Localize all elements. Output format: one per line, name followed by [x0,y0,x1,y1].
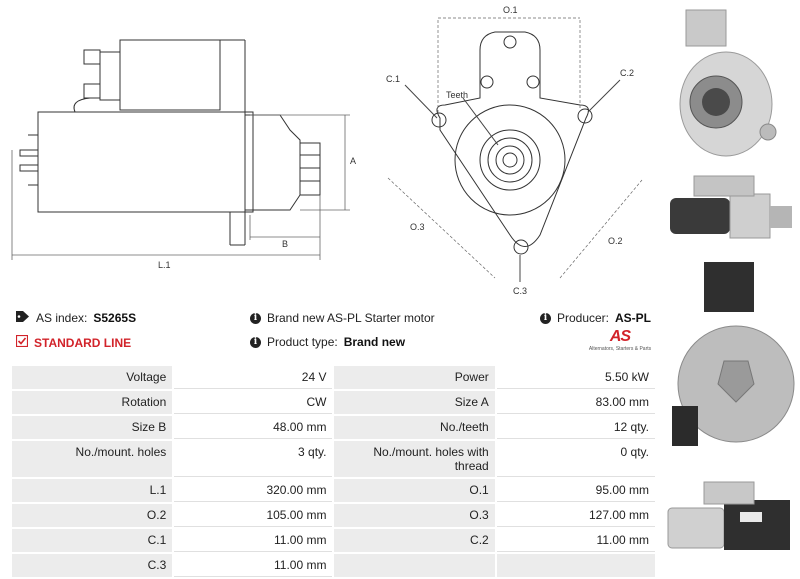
info-icon: i [250,336,261,348]
spec-label: Size B [12,416,173,439]
as-index-value: S5265S [93,311,137,325]
standard-line-text: STANDARD LINE [34,335,132,350]
logo-subtitle: Alternators, Starters & Parts [588,346,652,352]
spec-label: Voltage [12,366,173,389]
label-l1: L.1 [158,260,171,270]
spec-value: 48.00 mm [174,416,333,439]
spec-label: O.3 [334,504,495,527]
motor-body [37,111,254,213]
spec-label: O.1 [334,479,495,502]
spec-value: 0 qty. [496,441,655,477]
info-icon: i [539,312,551,324]
spec-value: 5.50 kW [496,366,655,389]
as-pl-logo: AS Alternators, Starters & Parts [585,328,655,360]
product-type-label: Product type: [267,335,338,349]
front-flange [436,31,589,247]
spec-label: No./teeth [334,416,495,439]
description-text: Brand new AS-PL Starter motor [267,311,435,325]
logo-mark: AS [609,328,631,345]
product-photos [664,0,800,572]
label-c1: C.1 [386,74,400,84]
spec-label: C.3 [12,554,173,577]
label-c3: C.3 [513,286,527,296]
spec-value: 11.00 mm [174,554,333,577]
spec-label: L.1 [12,479,173,502]
producer-value: AS-PL [615,311,651,325]
spec-label: Power [334,366,495,389]
spec-label: No./mount. holes [12,441,173,477]
spec-label: Size A [334,391,495,414]
product-info: AS index: S5265S STANDARD LINE i Brand n… [10,306,655,362]
standard-line: STANDARD LINE [15,334,132,350]
photo-front-view [664,4,800,170]
info-icon: i [250,312,261,324]
spec-value: 127.00 mm [496,504,655,527]
as-index-label: AS index: [36,311,88,325]
spec-value: 24 V [174,366,333,389]
producer: i Producer: AS-PL [539,311,651,325]
photo-rear-view [664,256,800,472]
tag-icon [16,311,30,325]
spec-value: 11.00 mm [174,529,333,552]
spec-label: C.2 [334,529,495,552]
product-type-value: Brand new [343,335,406,349]
spec-label: C.1 [12,529,173,552]
description: i Brand new AS-PL Starter motor [250,311,435,325]
spec-value: CW [174,391,333,414]
spec-label: O.2 [12,504,173,527]
spec-label: No./mount. holes with thread [334,441,495,477]
spec-value: 11.00 mm [496,529,655,552]
spec-value: 105.00 mm [174,504,333,527]
solenoid [119,39,221,111]
label-b: B [282,239,288,249]
spec-value: 95.00 mm [496,479,655,502]
label-o2: O.2 [608,236,623,246]
spec-value: 83.00 mm [496,391,655,414]
spec-value: 320.00 mm [174,479,333,502]
photo-side-view [664,172,800,250]
label-teeth: Teeth [446,90,468,100]
producer-label: Producer: [556,311,609,325]
label-o1: O.1 [503,5,518,15]
spec-value: 3 qty. [174,441,333,477]
spec-empty-cell [496,554,655,577]
as-index: AS index: S5265S [16,311,136,325]
check-square-icon [15,334,29,350]
label-c2: C.2 [620,68,634,78]
photo-top-view [664,478,800,570]
label-a: A [350,156,356,166]
spec-value: 12 qty. [496,416,655,439]
technical-drawing: O.1 C.1 C.2 C.3 O.2 O.3 Teeth A B L.1 [11,5,643,296]
spec-label: Rotation [12,391,173,414]
product-type: i Product type: Brand new [250,335,405,349]
label-o3: O.3 [410,222,425,232]
spec-empty-cell [334,554,495,577]
